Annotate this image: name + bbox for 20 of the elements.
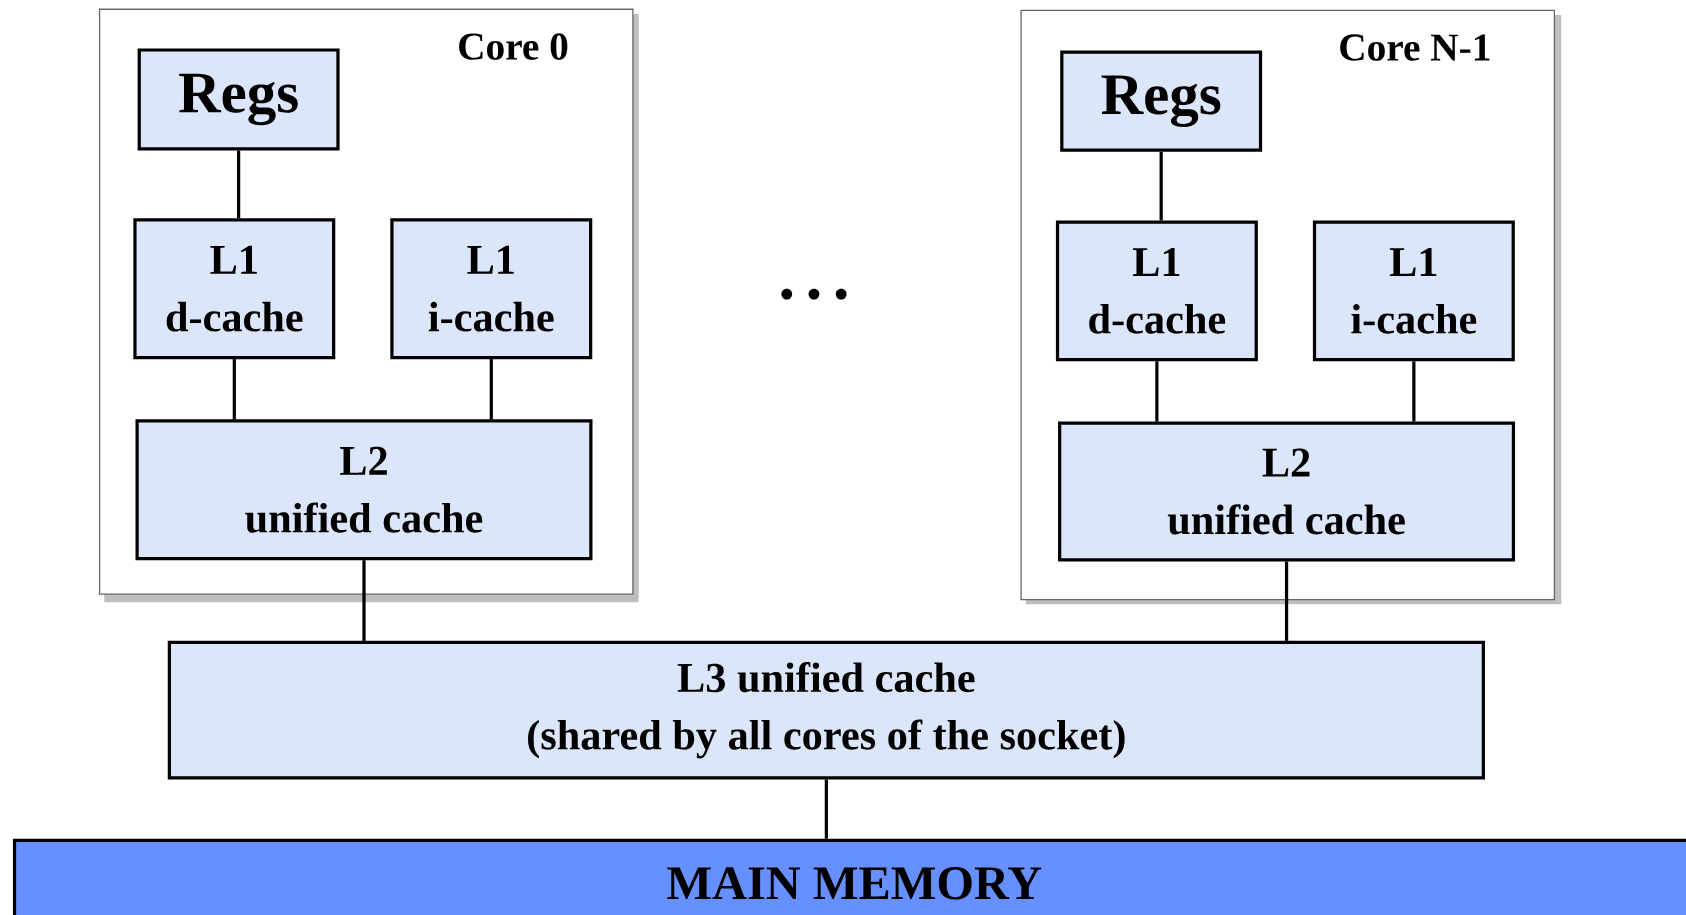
connector-line <box>1159 151 1163 221</box>
cache-box: L3 unified cache (shared by all cores of the socket) <box>167 640 1485 780</box>
connector-line <box>489 359 493 420</box>
connector-line <box>362 560 366 641</box>
register-box: Regs <box>137 48 340 151</box>
cache-box: L2 unified cache <box>135 419 593 561</box>
register-box: Regs <box>1060 50 1263 152</box>
cache-box: L1 d-cache <box>1055 220 1258 362</box>
cache-box: L1 d-cache <box>133 218 336 360</box>
cache-box: L1 i-cache <box>390 218 593 360</box>
memory-bar: MAIN MEMORY <box>12 838 1686 915</box>
cache-box: L1 i-cache <box>1312 220 1515 362</box>
connector-line <box>237 150 241 219</box>
connector-line <box>232 359 236 420</box>
connector-line <box>824 779 828 839</box>
connector-line <box>1284 561 1289 641</box>
ellipsis-dots: • • • <box>781 288 847 300</box>
connector-line <box>1155 361 1159 422</box>
connector-line <box>1412 361 1416 422</box>
cache-box: L2 unified cache <box>1058 421 1516 562</box>
